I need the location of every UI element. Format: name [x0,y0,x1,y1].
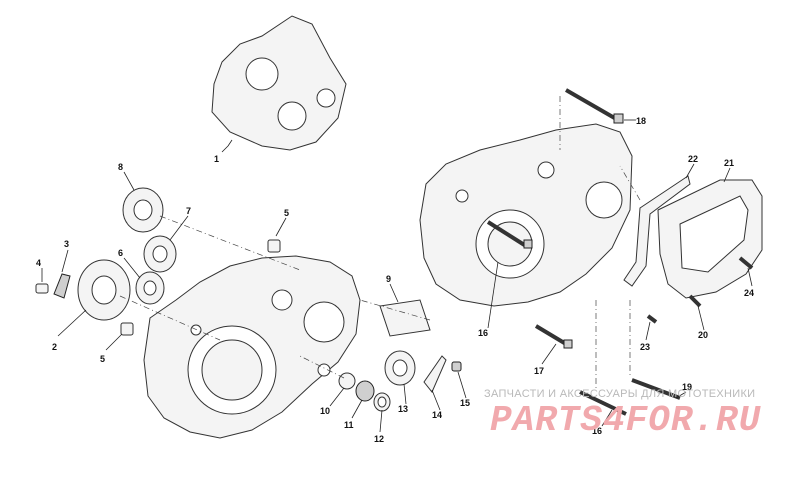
callout-labels: 1 2 3 4 5 5 6 7 8 9 10 11 12 13 14 15 16… [36,116,754,444]
watermark-logo: PARTS4FOR.RU [490,400,762,441]
callout-16-middle: 16 [478,328,488,338]
callout-18: 18 [636,116,646,126]
left-crankcase-half [143,255,361,439]
callout-7: 7 [186,206,191,216]
cover-gasket [623,175,691,287]
callout-23: 23 [640,342,650,352]
leader-lines [41,119,753,433]
engine-case-assembly [211,15,347,153]
callout-12: 12 [374,434,384,444]
callout-16-bottom: 16 [592,426,602,436]
callout-3: 3 [64,239,69,249]
callout-20: 20 [698,330,708,340]
callout-6: 6 [118,248,123,258]
right-crankcase-half [419,123,633,307]
callout-5-top: 5 [284,208,289,218]
callout-19: 19 [682,382,692,392]
callout-10: 10 [320,406,330,416]
callout-11: 11 [344,420,354,430]
callout-17: 17 [534,366,544,376]
clutch-cover [657,179,763,299]
small-fasteners [35,239,281,336]
callout-13: 13 [398,404,408,414]
callout-1: 1 [214,154,219,164]
bearings [77,187,177,321]
callout-14: 14 [432,410,442,420]
callout-5-bottom: 5 [100,354,105,364]
callout-2: 2 [52,342,57,352]
callout-22: 22 [688,154,698,164]
assembly-guide-lines [119,96,641,390]
callout-15: 15 [460,398,470,408]
callout-21: 21 [724,158,734,168]
callout-24: 24 [744,288,754,298]
bolts [486,88,754,416]
callout-4: 4 [36,258,41,268]
callout-8: 8 [118,162,123,172]
callout-9: 9 [386,274,391,284]
watermark-caption: ЗАПЧАСТИ И АКСЕССУАРЫ ДЛЯ МОТОТЕХНИКИ [484,388,756,400]
